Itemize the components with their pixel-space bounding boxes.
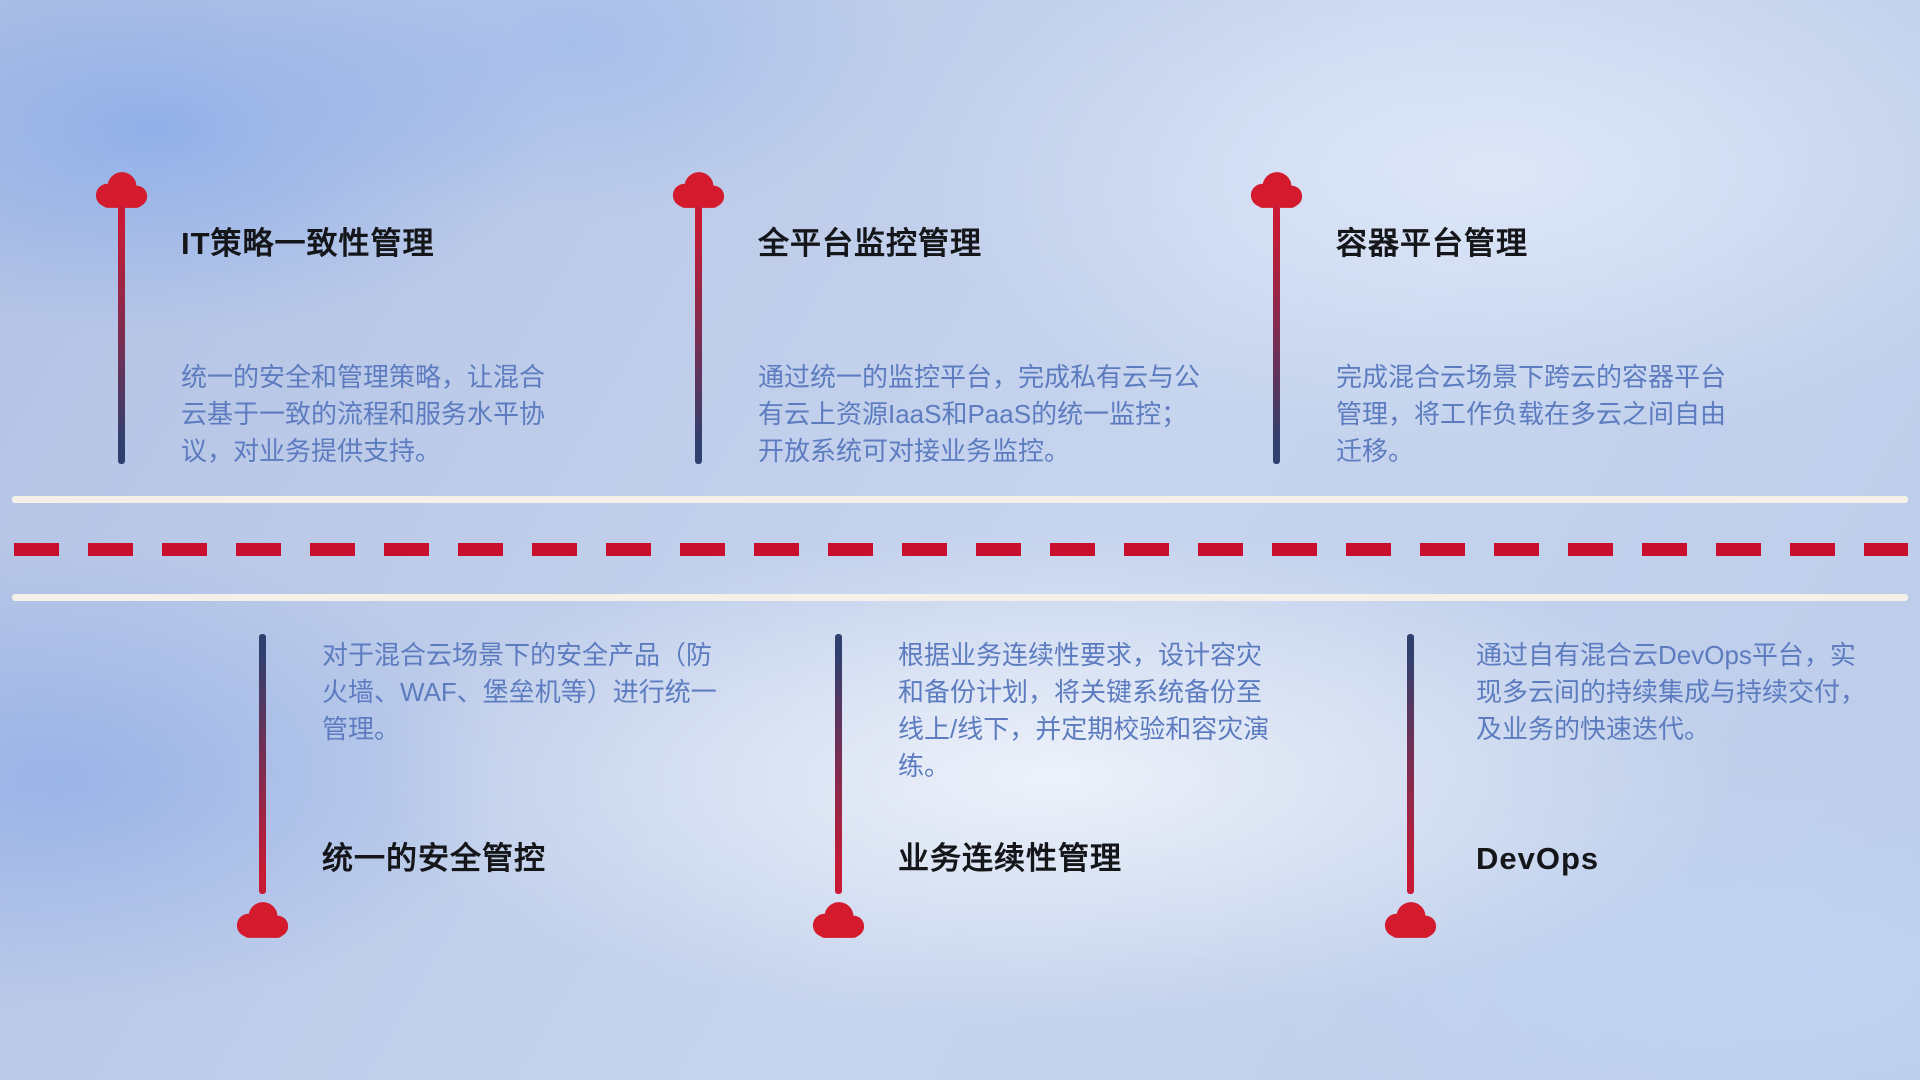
item-description: 通过统一的监控平台，完成私有云与公有云上资源IaaS和PaaS的统一监控；开放系… xyxy=(758,362,1201,466)
cloud-icon xyxy=(236,902,289,938)
item-title: 全平台监控管理 xyxy=(758,226,982,261)
capability-item-it-policy: IT策略一致性管理 统一的安全和管理策略，让混合云基于一致的流程和服务水平协议，… xyxy=(93,170,613,466)
connector-line xyxy=(1273,206,1280,464)
cloud-icon xyxy=(95,172,148,208)
connector-line xyxy=(118,206,125,464)
road-top-line xyxy=(12,496,1908,503)
item-title: 容器平台管理 xyxy=(1336,226,1528,261)
road-dashed-line xyxy=(14,543,1908,556)
capability-item-devops: 通过自有混合云DevOps平台，实现多云间的持续集成与持续交付，及业务的快速迭代… xyxy=(1382,633,1902,953)
capability-item-monitoring: 全平台监控管理 通过统一的监控平台，完成私有云与公有云上资源IaaS和PaaS的… xyxy=(670,170,1230,466)
item-description: 根据业务连续性要求，设计容灾和备份计划，将关键系统备份至线上/线下，并定期校验和… xyxy=(898,640,1270,781)
connector-line xyxy=(259,634,266,894)
capability-item-security-control: 对于混合云场景下的安全产品（防火墙、WAF、堡垒机等）进行统一管理。 统一的安全… xyxy=(234,633,754,953)
connector-line xyxy=(695,206,702,464)
capability-item-container-platform: 容器平台管理 完成混合云场景下跨云的容器平台管理，将工作负载在多云之间自由迁移。 xyxy=(1248,170,1788,466)
item-description: 对于混合云场景下的安全产品（防火墙、WAF、堡垒机等）进行统一管理。 xyxy=(322,640,717,744)
item-title: IT策略一致性管理 xyxy=(181,226,435,261)
road-bottom-line xyxy=(12,594,1908,601)
item-title: 统一的安全管控 xyxy=(322,841,546,876)
item-description: 通过自有混合云DevOps平台，实现多云间的持续集成与持续交付，及业务的快速迭代… xyxy=(1476,640,1867,744)
item-title: 业务连续性管理 xyxy=(898,841,1122,876)
connector-line xyxy=(1407,634,1414,894)
connector-line xyxy=(835,634,842,894)
item-description: 统一的安全和管理策略，让混合云基于一致的流程和服务水平协议，对业务提供支持。 xyxy=(181,362,546,466)
cloud-icon xyxy=(672,172,725,208)
cloud-icon xyxy=(1384,902,1437,938)
capability-item-business-continuity: 根据业务连续性要求，设计容灾和备份计划，将关键系统备份至线上/线下，并定期校验和… xyxy=(810,633,1330,953)
item-title: DevOps xyxy=(1476,841,1600,876)
cloud-icon xyxy=(812,902,865,938)
item-description: 完成混合云场景下跨云的容器平台管理，将工作负载在多云之间自由迁移。 xyxy=(1336,362,1727,466)
cloud-icon xyxy=(1250,172,1303,208)
